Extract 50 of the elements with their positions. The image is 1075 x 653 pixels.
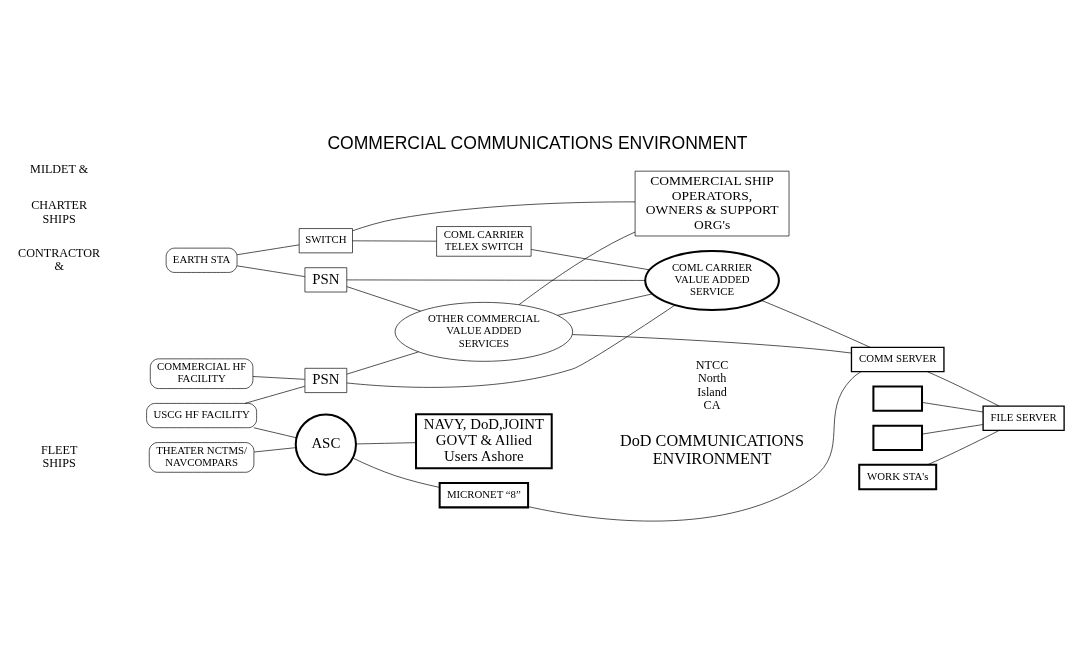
node-box: COMMERCIAL HF FACILITY	[149, 358, 254, 389]
node-ellipse: COML CARRIER VALUE ADDED SERVICE	[644, 249, 780, 311]
diagram-title: COMMERCIAL COMMUNICATIONS ENVIRONMENT	[327, 132, 748, 153]
label: CHARTER SHIPS	[31, 197, 88, 226]
connector	[352, 457, 440, 488]
node-box: COML CARRIER TELEX SWITCH	[436, 225, 532, 257]
node-box: MICRONET “8”	[438, 481, 530, 508]
connector	[346, 351, 419, 374]
node-box	[872, 385, 924, 412]
node-box: PSN	[304, 367, 348, 393]
node-box: FILE SERVER	[982, 404, 1065, 431]
connector	[252, 375, 305, 380]
node-box: EARTH STA	[165, 247, 238, 273]
connector	[927, 370, 1000, 406]
label: CONTRACTOR &	[18, 245, 101, 273]
connector	[557, 293, 653, 316]
node-box: WORK STA's	[858, 463, 938, 490]
connector	[921, 423, 984, 434]
node-circle: ASC	[294, 412, 357, 476]
connector	[244, 385, 305, 404]
node-box: PSN	[304, 266, 348, 292]
connector	[527, 370, 862, 521]
label: NTCC North Island CA	[695, 357, 729, 412]
caption: DoD COMMUNICATIONS ENVIRONMENT	[620, 431, 805, 468]
connector	[253, 446, 297, 452]
node-box: THEATER NCTMS/ NAVCOMPARS	[148, 441, 255, 473]
node-box: USCG HF FACILITY	[146, 402, 257, 428]
node-box: SWITCH	[298, 227, 353, 253]
node-box: NAVY, DoD,JOINT GOVT & Allied Users Ashore	[415, 412, 553, 469]
connector	[761, 299, 871, 348]
connector	[921, 401, 984, 412]
connector	[236, 265, 306, 277]
connector	[253, 426, 297, 438]
connector	[352, 240, 437, 242]
connector	[927, 429, 1000, 465]
connector	[355, 441, 417, 444]
node-ellipse: OTHER COMMERCIAL VALUE ADDED SERVICES	[394, 301, 573, 362]
connector	[530, 248, 650, 270]
node-box: COMMERCIAL SHIP OPERATORS, OWNERS & SUPPORT ORG's	[634, 170, 790, 236]
connector	[571, 333, 852, 353]
connector	[518, 231, 636, 305]
connector	[346, 304, 676, 388]
node-box: COMM SERVER	[850, 346, 945, 372]
connector	[236, 244, 300, 255]
connector	[352, 201, 636, 231]
label: FLEET SHIPS	[40, 442, 78, 470]
node-box	[872, 424, 924, 451]
connector	[346, 285, 421, 311]
connector	[346, 279, 646, 281]
label: MILDET &	[30, 161, 89, 176]
